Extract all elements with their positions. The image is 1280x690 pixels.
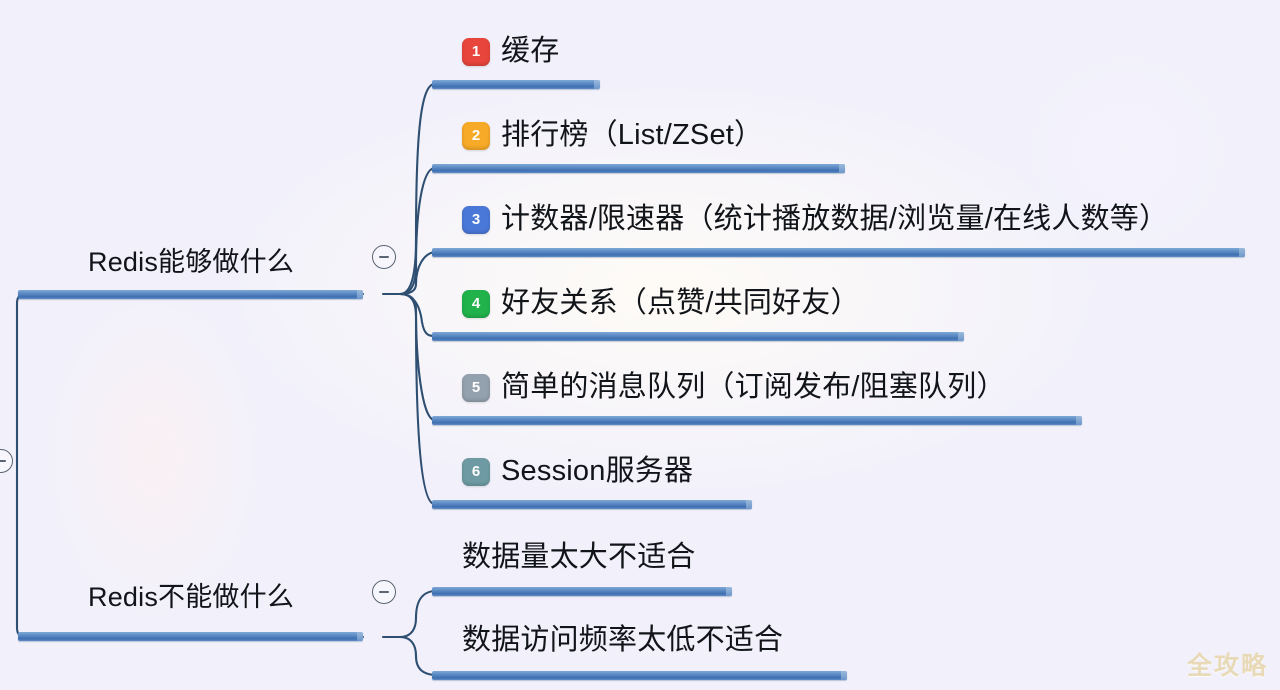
order-badge: 6 [462, 457, 490, 486]
child-node[interactable]: 4 好友关系（点赞/共同好友） [462, 289, 860, 318]
child-underline [432, 80, 600, 89]
child-underline [432, 671, 847, 680]
branch-label: Redis能够做什么 [88, 247, 295, 277]
child-underline [432, 587, 732, 596]
branch-underline [18, 290, 363, 299]
child-node[interactable]: 2 排行榜（List/ZSet） [462, 121, 763, 150]
child-label: 好友关系（点赞/共同好友） [501, 287, 860, 319]
child-underline [432, 164, 845, 173]
child-label: 数据量太大不适合 [462, 541, 696, 573]
branch-underline [18, 632, 363, 641]
child-label: 简单的消息队列（订阅发布/阻塞队列） [501, 371, 1006, 403]
child-node[interactable]: 5 简单的消息队列（订阅发布/阻塞队列） [462, 373, 1006, 402]
child-underline [432, 248, 1245, 257]
order-badge: 1 [462, 37, 490, 66]
child-label: 排行榜（List/ZSet） [501, 119, 764, 151]
child-node[interactable]: 1 缓存 [462, 37, 559, 66]
branch-node-redis-cannot-do[interactable]: Redis不能做什么 [88, 584, 294, 611]
child-underline [432, 416, 1082, 425]
child-node[interactable]: 数据量太大不适合 [462, 543, 696, 572]
branch-node-redis-can-do[interactable]: Redis能够做什么 [88, 249, 294, 276]
order-badge: 2 [462, 121, 490, 150]
branch-label: Redis不能做什么 [88, 582, 295, 612]
child-underline [432, 500, 752, 509]
child-node[interactable]: 3 计数器/限速器（统计播放数据/浏览量/在线人数等） [462, 205, 1168, 234]
order-badge: 4 [462, 289, 490, 318]
collapse-toggle-redis-cannot-do[interactable] [372, 580, 396, 604]
watermark: 全攻略 [1186, 652, 1268, 680]
child-label: Session服务器 [501, 455, 694, 487]
minus-circle-icon [379, 256, 389, 258]
child-node[interactable]: 数据访问频率太低不适合 [462, 626, 783, 655]
child-label: 数据访问频率太低不适合 [462, 624, 784, 656]
child-label: 计数器/限速器（统计播放数据/浏览量/在线人数等） [501, 203, 1169, 235]
minus-circle-icon [379, 591, 389, 593]
collapse-toggle-redis-can-do[interactable] [372, 245, 396, 269]
order-badge: 3 [462, 205, 490, 234]
child-node[interactable]: 6 Session服务器 [462, 457, 693, 486]
minus-circle-icon [0, 460, 6, 462]
child-underline [432, 332, 964, 341]
order-badge: 5 [462, 373, 490, 402]
child-label: 缓存 [501, 35, 560, 67]
